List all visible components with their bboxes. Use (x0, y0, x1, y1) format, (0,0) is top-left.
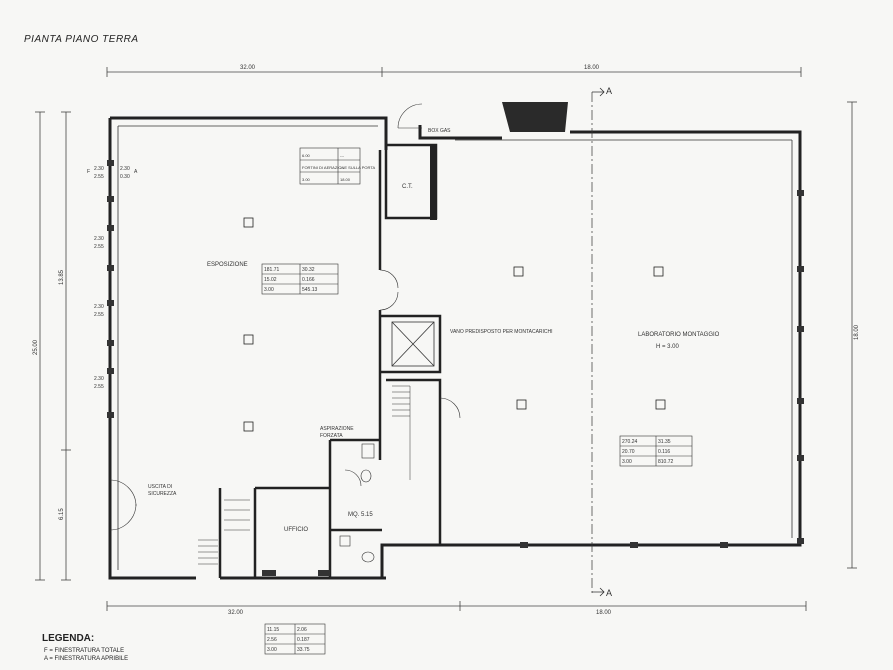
room-esposizione: ESPOSIZIONE (207, 262, 248, 268)
win-label-5: 2.30 (94, 236, 104, 242)
dim-top-left: 32.00 (240, 65, 256, 71)
win-label-10: 2.55 (94, 384, 104, 390)
table-door-sign: 6.00---FORTINI DI AERAZIONE SULLA PORTA-… (299, 147, 375, 185)
dim-bottom-left: 32.00 (228, 610, 244, 616)
table-cell: 810.72 (658, 459, 674, 465)
stair-upper (392, 385, 411, 480)
table-ufficio: 11.15 2.06 2.56 0.187 3.00 33.75 (264, 623, 326, 655)
table-cell: 15.02 (264, 277, 277, 283)
table-cell: 181.71 (264, 267, 280, 273)
aspirazione-line-2: FORZATA (320, 433, 343, 439)
dim-left-lower: 6.15 (59, 508, 65, 520)
dim-left-upper: 13.85 (59, 269, 65, 285)
wc-fixtures (339, 443, 375, 563)
table-cell: 31.35 (658, 439, 671, 445)
section-label-top: A (606, 86, 612, 96)
section-arrows (592, 87, 605, 597)
table-cell: --- (340, 153, 345, 158)
doors (109, 103, 461, 531)
bottom-dimension-line (106, 601, 807, 611)
win-label-8: 2.55 (94, 312, 104, 318)
bottom-windows (262, 542, 728, 576)
interior-walls (218, 143, 442, 578)
table-cell: 270.24 (622, 439, 638, 445)
room-laboratorio: LABORATORIO MONTAGGIO (638, 332, 720, 338)
stair-lower (198, 499, 250, 565)
uscita-line-2: SICUREZZA (148, 491, 177, 497)
outer-walls (108, 116, 802, 580)
area-tables: 181.71 30.32 15.02 0.166 3.00 545.13 270.24 31.… (261, 147, 693, 655)
table-cell: 3.00 (302, 177, 311, 182)
win-label-2: 2.55 (94, 174, 104, 180)
win-label-4: 0.30 (120, 174, 130, 180)
table-cell: 545.13 (302, 287, 318, 293)
win-label-3: 2.30 (120, 166, 130, 172)
legend-item-a: A = FINESTRATURA APRIBILE (44, 656, 129, 662)
table-cell: 18.00 (340, 177, 351, 182)
table-cell: 0.187 (297, 637, 310, 643)
left-dimension-lines (35, 111, 71, 581)
right-windows (797, 190, 804, 544)
uscita-line-1: USCITA DI (148, 484, 172, 490)
top-dimension-line (106, 67, 802, 77)
room-ct: C.T. (402, 184, 413, 190)
ct-room-wall-fill (430, 145, 437, 220)
table-cell: --- (340, 165, 345, 170)
dim-bottom-right: 18.00 (596, 610, 612, 616)
elevator-shaft (391, 321, 435, 367)
table-cell: 3.00 (622, 459, 632, 465)
table-cell: 6.00 (302, 153, 311, 158)
table-cell: 2.06 (297, 627, 307, 633)
table-cell: 0.116 (658, 449, 670, 455)
elevator-label: VANO PREDISPOSTO PER MONTACARICHI (450, 329, 553, 335)
win-label-9: 2.30 (94, 376, 104, 382)
box-gas-block (502, 102, 568, 132)
legend-title: LEGENDA: (42, 633, 95, 644)
table-cell: 0.166 (302, 277, 315, 283)
box-gas-label: BOX GAS (428, 128, 451, 134)
aspirazione-line-1: ASPIRAZIONE (320, 426, 354, 432)
room-ufficio: UFFICIO (284, 527, 308, 533)
dim-top-right: 18.00 (584, 65, 600, 71)
win-label-1: 2.30 (94, 166, 104, 172)
win-label-6: 2.55 (94, 244, 104, 250)
win-label-a: A (134, 169, 138, 175)
outer-walls-inner-line (117, 125, 793, 570)
table-cell: 33.75 (297, 647, 310, 653)
table-cell: 30.32 (302, 267, 315, 273)
table-cell: 20.70 (622, 449, 635, 455)
columns (243, 217, 666, 432)
legend-item-f: F = FINESTRATURA TOTALE (44, 648, 125, 654)
table-cell: 2.56 (267, 637, 277, 643)
table-cell: 3.00 (267, 647, 277, 653)
table-laboratorio: 270.24 31.35 20.70 0.116 3.00 810.72 (619, 435, 693, 467)
table-cell: FORTINI DI AERAZIONE SULLA PORTA (302, 165, 375, 170)
room-wc: MQ. 5.15 (348, 512, 373, 518)
dim-left-overall: 25.00 (33, 339, 39, 355)
dim-right-overall: 18.00 (854, 324, 860, 340)
win-label-7: 2.30 (94, 304, 104, 310)
section-label-bottom: A (606, 588, 612, 598)
plan-title: PIANTA PIANO TERRA (24, 34, 139, 45)
table-cell: 3.00 (264, 287, 274, 293)
right-dimension-line (847, 101, 857, 569)
win-label-f: F (87, 169, 90, 175)
room-laboratorio-height: H = 3.00 (656, 344, 680, 350)
table-esposizione: 181.71 30.32 15.02 0.166 3.00 545.13 (261, 263, 339, 295)
left-windows (107, 160, 114, 418)
table-cell: 11.15 (267, 627, 279, 633)
